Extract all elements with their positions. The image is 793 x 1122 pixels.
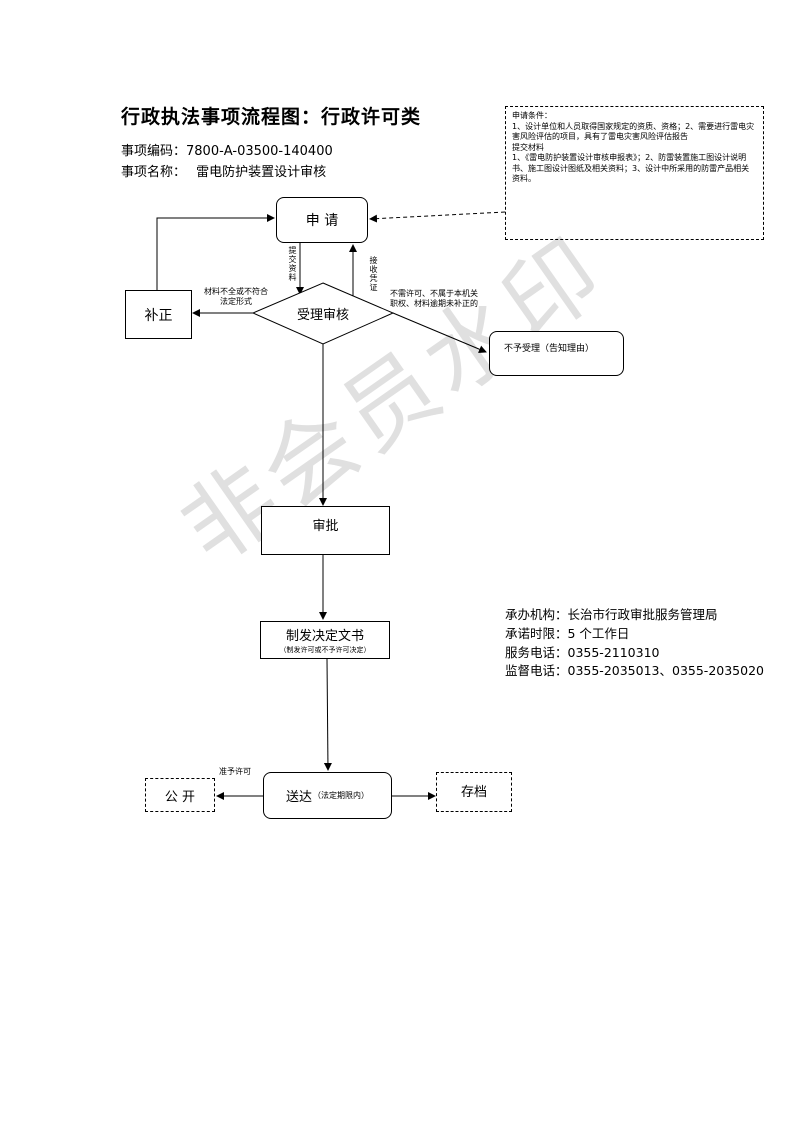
to-deliver-arrow [323,658,332,771]
supplement-node: 补正 [125,290,192,339]
submit-label: 提交资料 [288,246,297,282]
service-phone-info: 服务电话：0355-2110310 [505,645,660,660]
not-allowed-label-line2: 职权、材料逾期未补正的 [390,299,478,308]
incomplete-label: 材料不全或不符合 法定形式 [199,287,273,307]
receipt-label: 接收凭证 [369,256,378,292]
note-line: 申请条件： [512,111,552,120]
item-name: 事项名称： 雷电防护装置设计审核 [121,161,326,180]
review-node: 受理审核 [253,283,393,344]
approve-node: 审批 [261,506,390,555]
deliver-node: 送达 （法定期限内） [263,772,392,819]
reject-node: 不予受理（告知理由） [489,331,624,376]
agency-info: 承办机构：长治市行政审批服务管理局 [505,607,718,622]
supplement-label: 补正 [144,307,173,324]
supervise-phone-info: 监督电话：0355-2035013、0355-2035020 [505,663,764,678]
approve-label: 审批 [312,519,339,534]
deliver-sublabel: （法定期限内） [313,791,369,800]
publicize-node: 公 开 [145,778,215,812]
grant-label: 准予许可 [219,767,251,776]
archive-label: 存档 [460,785,487,800]
archive-node: 存档 [436,772,512,812]
note-line: 提交材料 [512,142,544,152]
apply-label: 申 请 [305,213,339,229]
note-line: 1、设计单位和人员取得国家规定的资质、资格；2、需要进行雷电灾害风险评估的项目，… [512,121,755,142]
review-diamond [251,282,395,345]
item-name-label: 事项名称： [121,165,187,180]
note-to-apply-arrow [369,211,506,223]
publicize-label: 公 开 [164,789,196,805]
page-title: 行政执法事项流程图：行政许可类 [121,106,422,128]
not-allowed-label-line1: 不需许可、不属于本机关 [390,289,478,298]
apply-node: 申 请 [276,197,368,243]
incomplete-label-line1: 材料不全或不符合 [204,287,268,296]
reject-label: 不予受理（告知理由） [504,344,595,354]
supplement-loop [156,214,275,290]
decision-node: 制发决定文书 （制发许可或不予许可决定） [260,621,390,659]
decision-sublabel: （制发许可或不予许可决定） [279,646,371,654]
incomplete-label-line2: 法定形式 [220,297,252,306]
conditions-note: 申请条件： 1、设计单位和人员取得国家规定的资质、资格；2、需要进行雷电灾害风险… [505,106,764,240]
decision-label: 制发决定文书 [285,629,364,644]
note-line: 1、《雷电防护装置设计审核申报表》；2、防雷装置施工图设计说明书、施工图设计图纸… [512,153,750,183]
to-reject-arrow [392,312,487,353]
time-limit-info: 承诺时限：5 个工作日 [505,626,630,641]
item-name-value: 雷电防护装置设计审核 [196,165,327,180]
not-allowed-label: 不需许可、不属于本机关 职权、材料逾期未补正的 [390,289,478,309]
item-code: 事项编码：7800-A-03500-140400 [121,144,333,159]
review-label: 受理审核 [296,308,349,323]
deliver-label: 送达 [285,790,312,805]
